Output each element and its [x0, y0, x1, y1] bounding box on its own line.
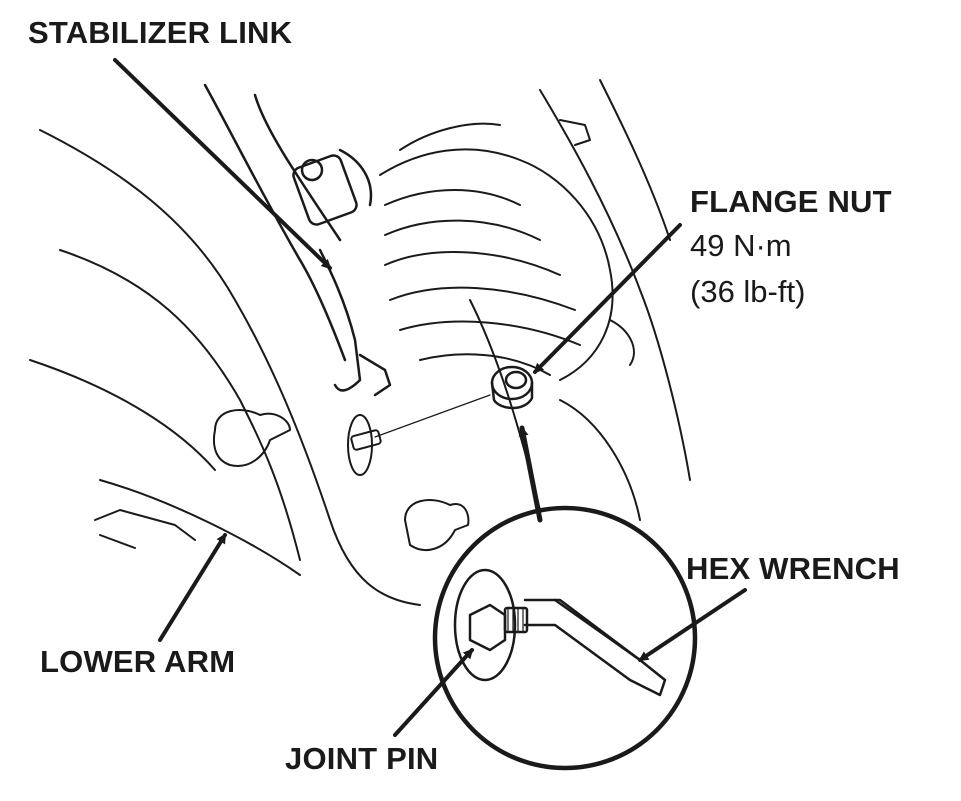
- knuckle-outline: [469, 79, 691, 521]
- mounting-boss: [212, 409, 470, 551]
- joint-pin-arrow: [393, 648, 474, 737]
- joint-pin-label: JOINT PIN: [285, 741, 439, 776]
- flange-nut: [490, 365, 534, 410]
- stabilizer-link-label: STABILIZER LINK: [28, 15, 293, 50]
- joint-pin-detail: [347, 394, 491, 476]
- hex-wrench: [523, 598, 667, 697]
- lower-arm-arrow: [158, 533, 227, 642]
- stabilizer-link: [203, 83, 392, 397]
- stabilizer-link-arrow: [113, 58, 332, 270]
- ball-joint-boot: [379, 122, 614, 381]
- hex-wrench-label: HEX WRENCH: [686, 551, 900, 586]
- flange-nut-torque-lbft: (36 lb-ft): [690, 274, 806, 309]
- flange-nut-arrow: [533, 223, 682, 374]
- joint-pin-closeup: [453, 568, 529, 682]
- hex-wrench-arrow: [638, 588, 747, 662]
- lower-arm-label: LOWER ARM: [40, 644, 236, 679]
- flange-nut-torque-nm: 49 N·m: [690, 228, 792, 263]
- detail-magnifier: [432, 505, 698, 771]
- flange-nut-label: FLANGE NUT: [690, 184, 892, 219]
- detail-pointer-arrow: [518, 425, 543, 523]
- lower-arm-outline: [29, 129, 421, 606]
